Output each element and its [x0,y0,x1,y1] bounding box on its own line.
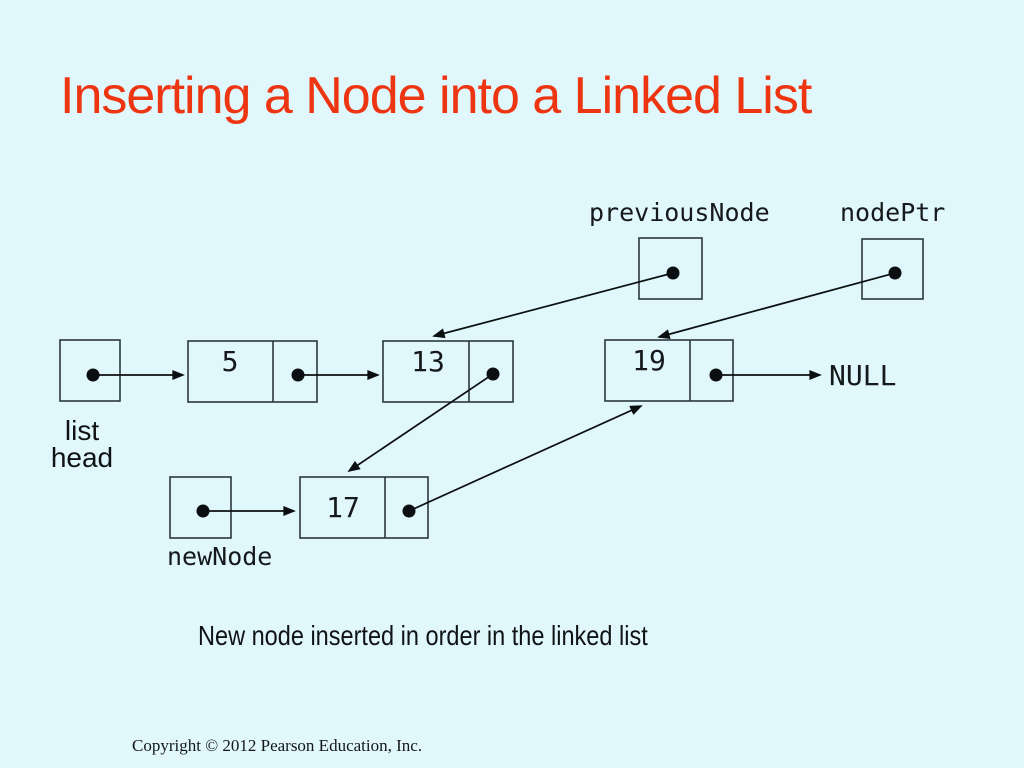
node-13-box [382,340,514,403]
previousnode-pointer-box [638,237,703,300]
newnode-pointer-box [169,476,232,539]
node-5-value: 5 [222,345,239,378]
node-19-box [604,339,734,402]
nodeptr-label: nodePtr [840,198,945,227]
node-19-value: 19 [632,344,666,377]
previousnode-label: previousNode [589,198,770,227]
arrow-node17-to-node19 [408,405,643,512]
arrow-node13-to-node17 [347,373,494,473]
list-head-label-line1: list [65,415,99,446]
nodeptr-pointer-box [861,238,924,300]
copyright-notice: Copyright © 2012 Pearson Education, Inc. [132,736,423,755]
newnode-label: newNode [167,542,272,571]
slide-caption: New node inserted in order in the linked… [198,620,648,651]
node-13-value: 13 [411,345,445,378]
node-5-box [187,340,318,403]
list-head-label-line2: head [51,442,113,473]
arrow-nodeptr-to-node19 [657,272,896,340]
page-title: Inserting a Node into a Linked List [60,67,812,125]
null-label: NULL [829,359,896,392]
arrow-previousnode-to-node13 [432,272,674,339]
node-17-value: 17 [326,491,360,524]
node-17-box [299,476,429,539]
list-head-pointer-box [59,339,121,402]
